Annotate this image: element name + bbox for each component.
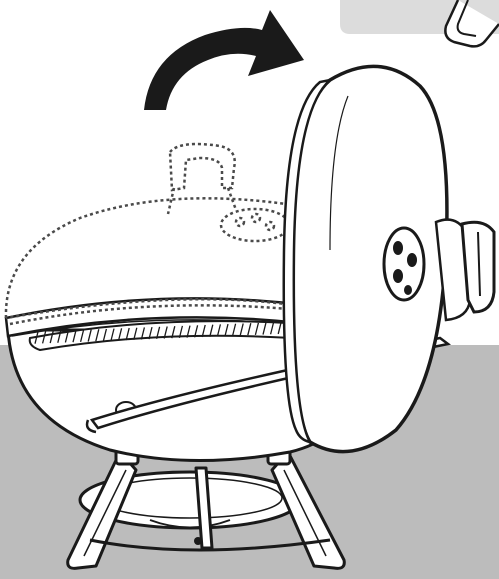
vent-hole xyxy=(407,253,417,267)
vent-hole xyxy=(393,241,403,255)
lid-handle-icon xyxy=(436,220,494,320)
vent-plate xyxy=(384,228,424,300)
vent-damper-icon xyxy=(384,228,424,300)
vent-hole xyxy=(404,285,412,295)
vent-hole xyxy=(393,269,403,283)
bolt xyxy=(194,537,202,545)
